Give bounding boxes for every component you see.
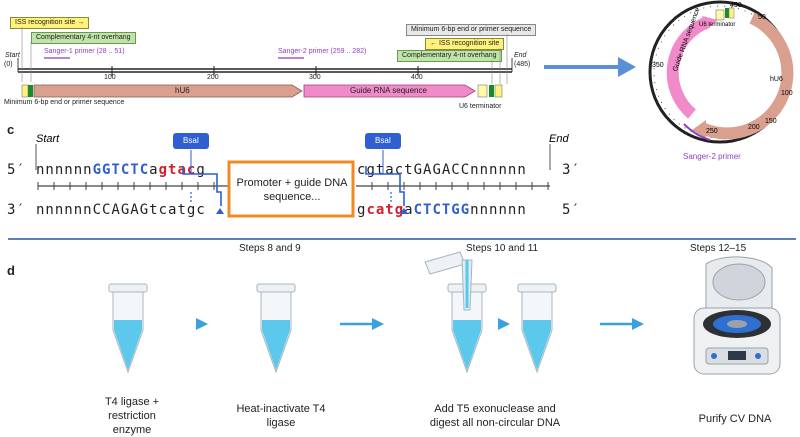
u6-terminator-label: U6 terminator [459, 103, 502, 110]
steps-8-9-label: Steps 8 and 9 [239, 243, 301, 254]
ruler-tick-400: 400 [411, 74, 423, 81]
arrow-1 [196, 318, 208, 330]
top-strand-three-prime: 3′ [562, 162, 581, 178]
tick-350: 350 [652, 62, 664, 69]
u6-terminator-feature [477, 84, 488, 98]
start-label: Start [5, 52, 20, 59]
end-label-c: End [549, 133, 569, 145]
caption-heat-inactivate: Heat-inactivate T4 ligase [236, 403, 326, 429]
tick-50: 50 [758, 14, 766, 21]
end-position: (485) [514, 61, 531, 68]
iss-recognition-right-label: ← ISS recognition site [425, 38, 505, 50]
tick-200: 200 [748, 124, 760, 131]
sanger2-primer-label-circular: Sanger-2 primer [683, 152, 741, 161]
top-strand-five-prime: 5′ [7, 162, 26, 178]
hu6-label: hU6 [175, 86, 190, 95]
cut-line-right [365, 166, 405, 206]
end-label: End [514, 52, 527, 59]
steps-10-11-label: Steps 10 and 11 [466, 243, 539, 254]
insert-box [227, 160, 355, 218]
arrow-4-head [632, 318, 644, 330]
panel-c-label: c [7, 122, 15, 137]
ruler-tick-100: 100 [104, 74, 116, 81]
overhang-left-feature [28, 85, 33, 97]
start-position: (0) [4, 61, 13, 68]
linear-construct-map [17, 27, 513, 98]
bsai-badge-right: BsaI [365, 133, 401, 149]
tick-100: 100 [781, 90, 793, 97]
tick-250: 250 [706, 128, 718, 135]
circular-plasmid-map [648, 0, 794, 144]
sanger2-primer-arc [683, 123, 711, 141]
tube-4 [517, 283, 557, 374]
start-label-c: Start [36, 133, 60, 145]
tube-1 [108, 283, 148, 374]
minimum-end-left-label: Minimum 6-bp end or primer sequence [4, 99, 125, 106]
steps-12-15-label: Steps 12–15 [690, 243, 747, 254]
overhang-right-feature [489, 85, 494, 97]
hu6-label-circular: hU6 [770, 76, 783, 83]
guide-rna-arrow [303, 84, 476, 98]
ruler-tick-300: 300 [309, 74, 321, 81]
bottom-strand-left: nnnnnnCCAGAGtcatgc [36, 202, 206, 218]
tube-2 [256, 283, 296, 374]
caption-t5-exonuclease: Add T5 exonuclease and digest all non-ci… [429, 403, 561, 429]
overhang-right-label: Complementary 4-nt overhang [397, 50, 502, 62]
top-strand-right: cgtactGAGACCnnnnnn [357, 162, 527, 178]
panel-d-label: d [7, 263, 15, 278]
hu6-arc [699, 12, 794, 140]
overhang-left-label: Complementary 4-nt overhang [31, 32, 136, 44]
cut-line-left [182, 166, 222, 206]
minimum-end-right-label: Minimum 6-bp end or primer sequence [406, 24, 537, 36]
u6-terminator-feature-circular [715, 9, 725, 21]
ruler-tick-200: 200 [207, 74, 219, 81]
bottom-strand-three-prime: 3′ [7, 202, 26, 218]
bottom-strand-five-prime: 5′ [562, 202, 581, 218]
iss-recognition-left-label: ISS recognition site → [10, 17, 90, 29]
tube-3-open [424, 251, 487, 374]
guide-rna-arc [666, 16, 711, 119]
panel-divider [8, 238, 796, 240]
workflow-diagram [108, 251, 781, 375]
sanger2-primer-label: Sanger-2 primer (259 .. 282) [278, 48, 367, 55]
tick-450: 450 [730, 2, 742, 9]
arrow-2-head [372, 318, 384, 330]
guide-rna-label: Guide RNA sequence [350, 86, 427, 95]
iss-site-right-feature [494, 84, 503, 98]
bottom-strand-right: gcatgaCTCTGGnnnnnn [357, 202, 527, 218]
centrifuge-icon [693, 256, 781, 375]
tick-150: 150 [765, 118, 777, 125]
u6-terminator-label-circular: U6 terminator [699, 22, 736, 28]
caption-t4-ligase: T4 ligase + restriction enzyme [104, 396, 160, 436]
caption-purify: Purify CV DNA [698, 413, 772, 425]
dna-duplex-diagram [35, 144, 551, 218]
hu6-arrow [33, 84, 303, 98]
sanger1-primer-label: Sanger-1 primer (28 .. 51) [44, 48, 125, 55]
bsai-badge-left: BsaI [173, 133, 209, 149]
guide-rna-arc-head [702, 16, 718, 30]
arrow-3 [498, 318, 510, 330]
iss-site-left-feature [21, 84, 29, 98]
panel-transition-arrow [544, 57, 636, 77]
insert-label: Promoter + guide DNA sequence... [236, 177, 348, 203]
hu6-arc-head [692, 120, 706, 138]
